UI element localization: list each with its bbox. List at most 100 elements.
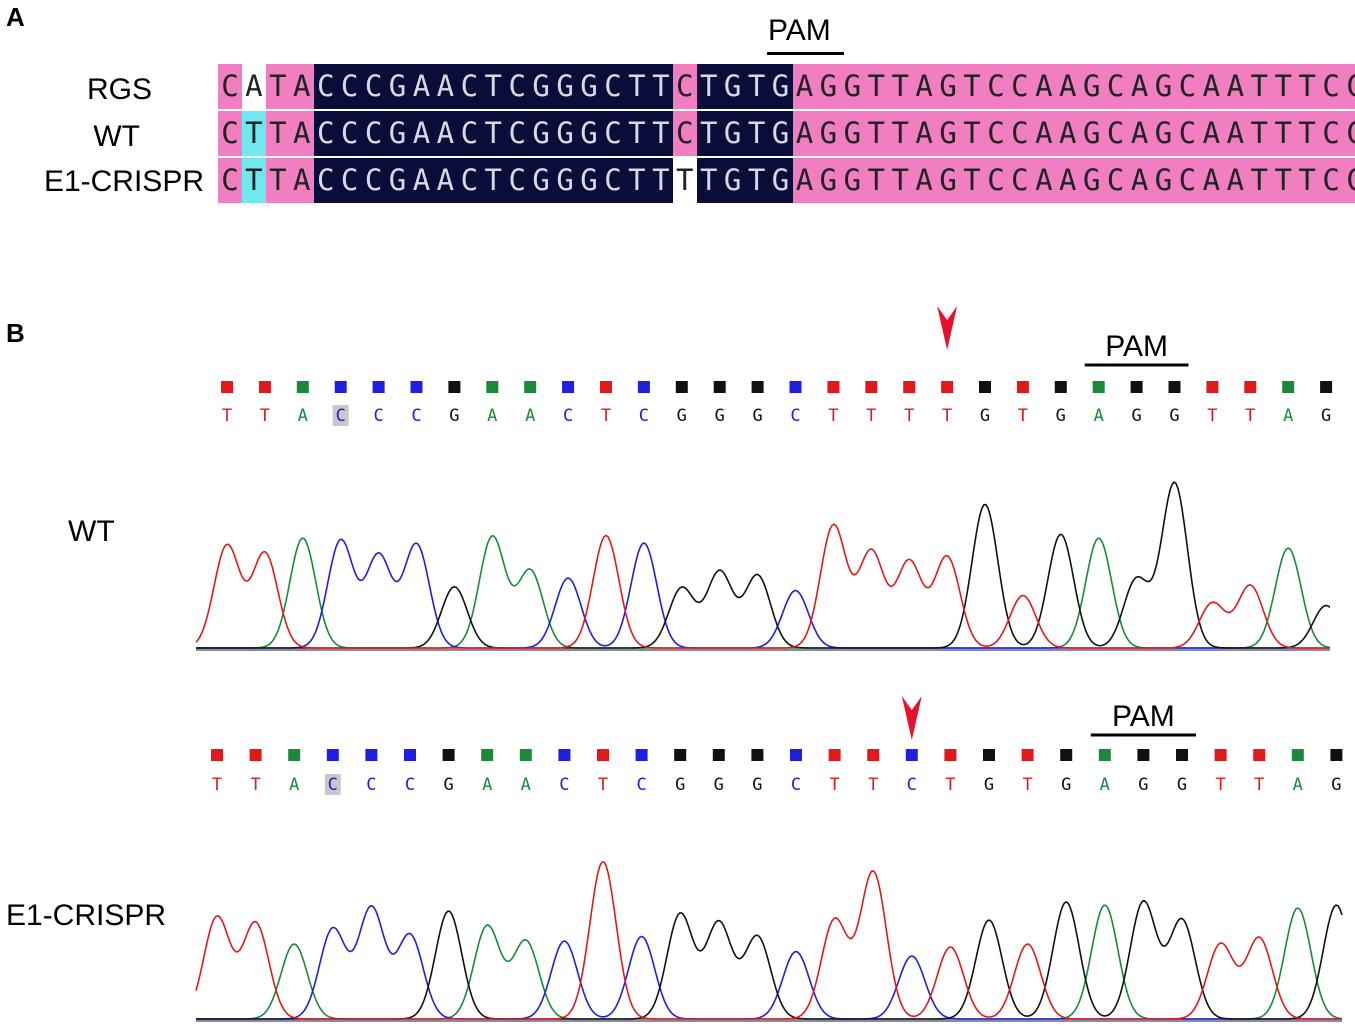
trace-t-channel	[195, 861, 1342, 1020]
base-call-letter: T	[1018, 406, 1028, 426]
trace-label-e1-crispr: E1-CRISPR	[6, 899, 167, 932]
alignment-base: G	[816, 64, 841, 109]
base-call-square	[1021, 749, 1034, 761]
alignment-base: T	[864, 64, 889, 109]
base-call-letter: G	[1138, 775, 1148, 795]
base-call-square	[867, 749, 880, 761]
alignment-base: A	[1199, 111, 1224, 156]
alignment-base: C	[218, 64, 242, 109]
base-call-letter: C	[636, 775, 646, 795]
alignment-base: C	[1319, 158, 1344, 203]
base-call-letter: A	[521, 775, 531, 795]
base-call-letter: A	[1100, 775, 1110, 795]
alignment-base: C	[984, 111, 1008, 156]
base-call-square	[1098, 749, 1111, 761]
alignment-base: A	[792, 158, 817, 203]
alignment-base: T	[265, 158, 290, 203]
base-call-square	[905, 749, 918, 761]
base-call-square	[1060, 749, 1073, 761]
alignment-base: G	[720, 111, 745, 156]
base-call-square	[1130, 381, 1143, 393]
alignment-base: T	[744, 64, 769, 109]
alignment-base: A	[1031, 158, 1056, 203]
alignment-base: C	[601, 64, 625, 109]
base-call-letter: G	[1169, 406, 1179, 426]
mutation-arrow	[901, 696, 922, 740]
alignment-base: G	[1079, 158, 1104, 203]
base-call-letter: T	[212, 775, 222, 795]
base-call-letter: T	[866, 406, 876, 426]
base-call-letter: A	[1293, 775, 1303, 795]
base-call-letter: T	[601, 406, 611, 426]
alignment-base: T	[888, 64, 913, 109]
alignment-base: A	[409, 111, 434, 156]
alignment-base: G	[385, 158, 410, 203]
base-call-letter: G	[1177, 775, 1187, 795]
base-call-square	[1092, 381, 1105, 393]
base-call-square	[524, 381, 537, 393]
base-call-letter: A	[482, 775, 492, 795]
alignment-base: A	[912, 158, 937, 203]
trace-c-channel	[196, 538, 1330, 649]
alignment-base: A	[241, 64, 266, 109]
base-call-square	[790, 749, 802, 761]
base-call-square	[1214, 749, 1227, 761]
alignment-base: C	[505, 111, 530, 156]
alignment-base: C	[337, 64, 362, 109]
base-call-square	[1244, 381, 1257, 393]
alignment-base: C	[457, 64, 482, 109]
base-call-square	[562, 381, 575, 393]
alignment-base: A	[1127, 158, 1152, 203]
base-call-letter: T	[868, 775, 878, 795]
base-call-letter: A	[525, 406, 535, 426]
alignment-base: C	[1319, 64, 1344, 109]
base-call-square	[558, 749, 571, 761]
alignment-base: G	[1151, 111, 1176, 156]
alignment-base: G	[816, 111, 841, 156]
base-call-square	[827, 381, 840, 393]
base-call-letter: T	[1245, 406, 1255, 426]
base-call-square	[1176, 749, 1188, 761]
base-call-square	[372, 381, 385, 393]
base-call-square	[448, 381, 461, 393]
base-call-letter: G	[677, 406, 687, 426]
alignment-base: A	[289, 64, 314, 109]
base-call-square	[1282, 381, 1295, 393]
alignment-base: C	[218, 111, 242, 156]
alignment-base: T	[1247, 111, 1272, 156]
panel-b-letter: B	[6, 318, 25, 348]
base-call-square	[486, 381, 499, 393]
base-call-letter: C	[336, 406, 346, 426]
alignment-base: A	[912, 64, 937, 109]
base-call-square	[674, 749, 687, 761]
base-call-letter: G	[715, 406, 725, 426]
base-call-letter: G	[1061, 775, 1071, 795]
base-call-square	[1320, 381, 1333, 393]
base-call-letter: C	[559, 775, 569, 795]
alignment-base: C	[1343, 158, 1355, 203]
base-call-letter: C	[411, 406, 421, 426]
alignment-base: G	[840, 111, 865, 156]
alignment-base: C	[1103, 64, 1128, 109]
base-call-square	[637, 381, 650, 393]
mutation-arrow	[937, 306, 958, 350]
base-call-letter: T	[945, 775, 955, 795]
alignment-base: A	[1199, 64, 1224, 109]
base-call-square	[903, 381, 916, 393]
alignment-base: A	[1223, 111, 1248, 156]
alignment-base: C	[672, 111, 697, 156]
alignment-label-rgs: RGS	[86, 73, 152, 106]
alignment-base: G	[936, 158, 961, 203]
alignment-base: T	[241, 158, 266, 203]
alignment-base: T	[960, 158, 984, 203]
alignment-base: T	[1271, 111, 1296, 156]
alignment-base: T	[481, 158, 506, 203]
base-call-letter: T	[828, 406, 838, 426]
base-call-square	[326, 749, 339, 761]
alignment-base: G	[768, 158, 793, 203]
alignment-base: G	[385, 64, 410, 109]
alignment-base: A	[1199, 158, 1224, 203]
alignment-base: A	[912, 111, 937, 156]
